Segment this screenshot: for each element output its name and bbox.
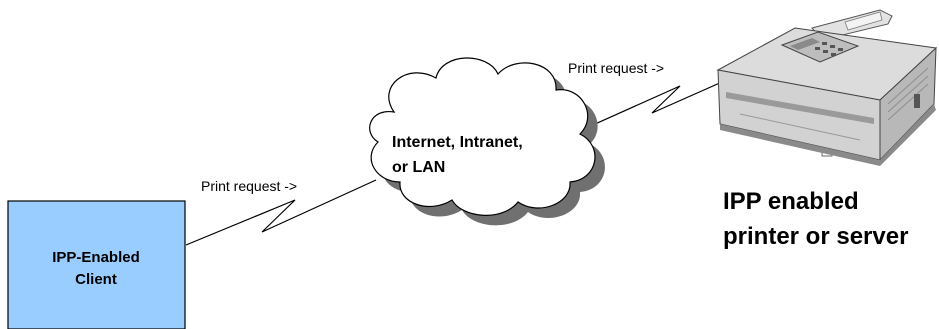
link-cloud-to-printer: [574, 73, 741, 134]
printer-label-line1: IPP enabled: [723, 188, 859, 215]
network-cloud-shape: [369, 57, 596, 216]
link-label-printer: Print request ->: [568, 60, 664, 76]
printer-icon: [716, 9, 938, 166]
link-client-to-cloud: [185, 179, 377, 246]
cloud-label-line2: or LAN: [392, 159, 445, 176]
client-label-line2: Client: [75, 271, 117, 288]
cloud-label-line1: Internet, Intranet,: [392, 134, 523, 151]
client-label-line1: IPP-Enabled: [52, 249, 140, 266]
client-box: [7, 200, 186, 329]
printer-label-line2: printer or server: [723, 223, 908, 250]
link-label-client: Print request ->: [201, 178, 297, 194]
